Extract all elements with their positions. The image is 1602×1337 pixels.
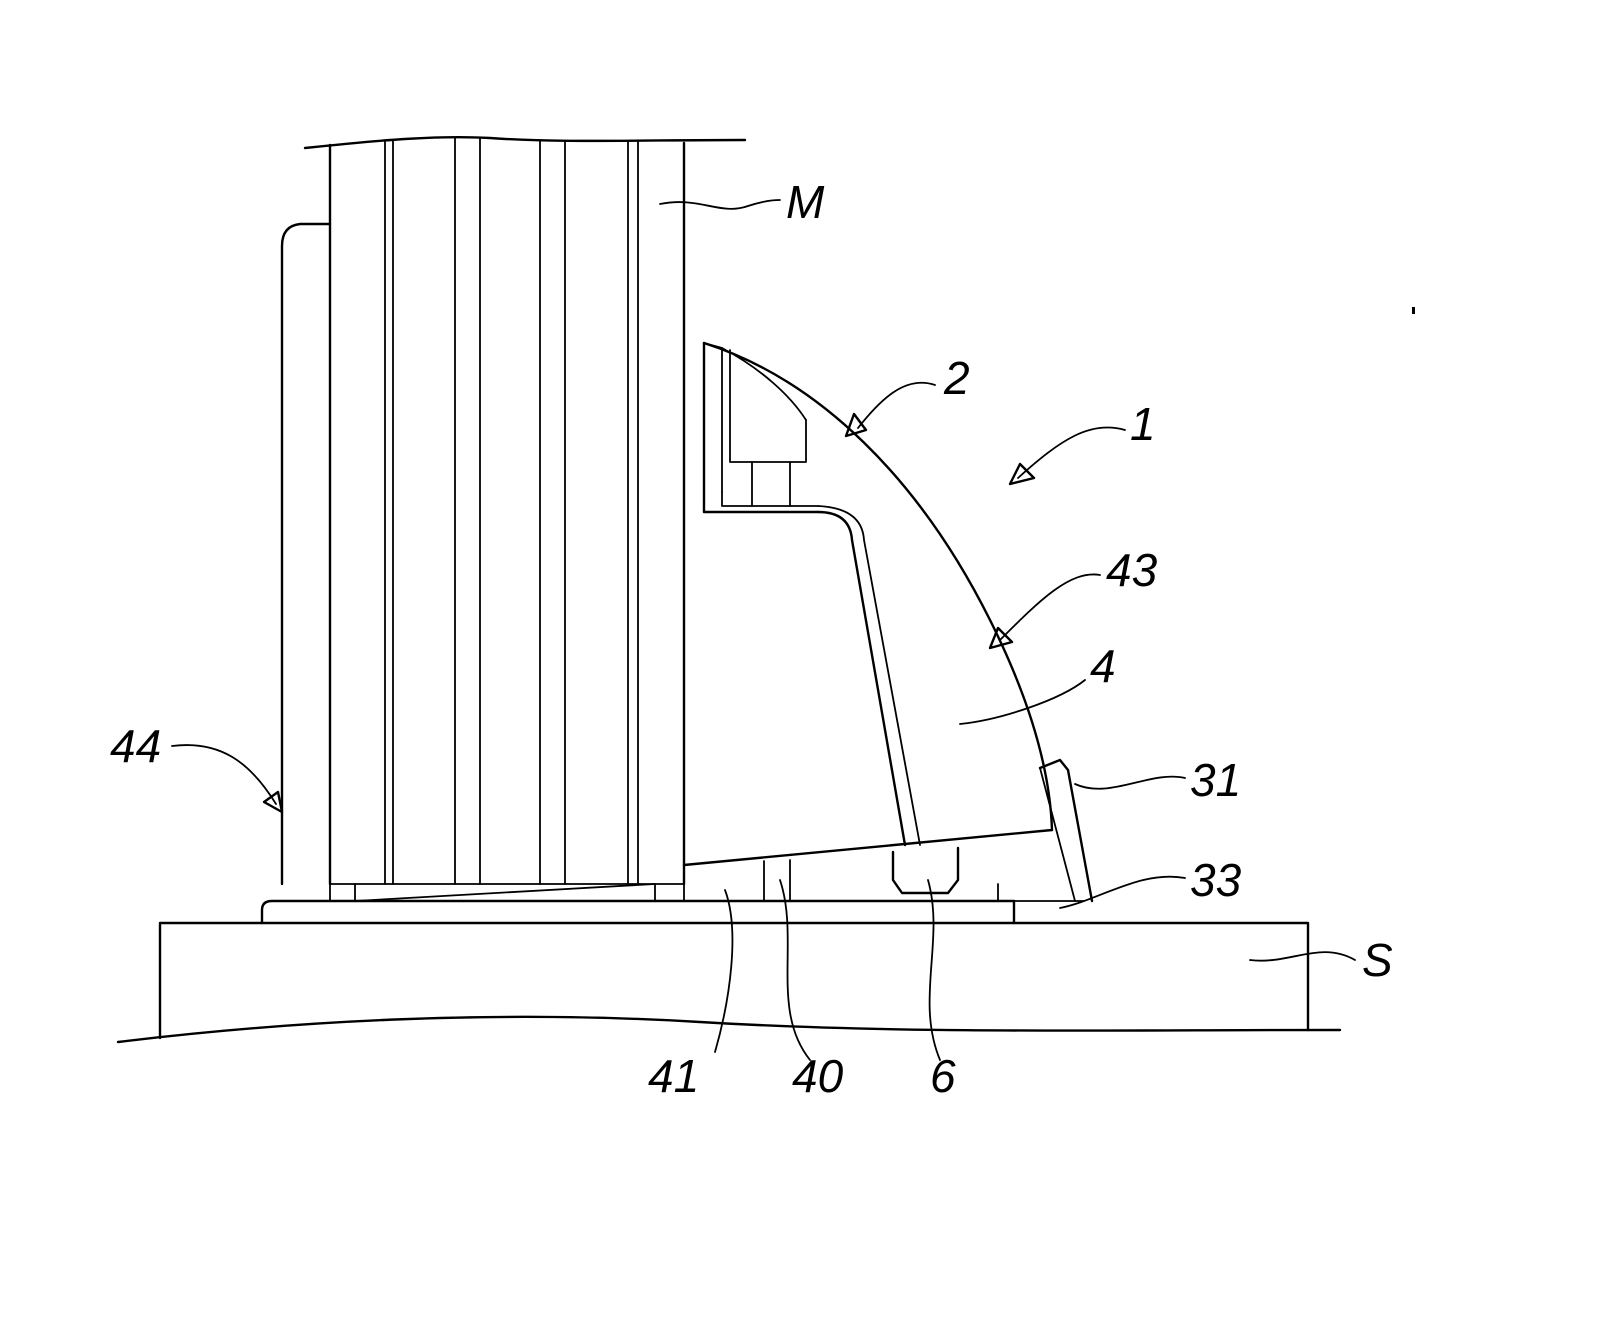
label-6: 6 — [930, 1050, 956, 1102]
label-44: 44 — [110, 720, 161, 772]
label-4: 4 — [1090, 640, 1116, 692]
label-43: 43 — [1106, 544, 1158, 596]
label-2: 2 — [943, 352, 970, 404]
base-plate — [262, 884, 1084, 923]
label-41: 41 — [648, 1050, 699, 1102]
label-33: 33 — [1190, 854, 1242, 906]
profile-member — [282, 137, 745, 884]
label-M: M — [786, 176, 825, 228]
label-31: 31 — [1190, 754, 1241, 806]
label-S: S — [1362, 934, 1393, 986]
reference-labels: M 2 1 43 4 44 31 33 S 41 40 6 — [110, 176, 1393, 1102]
fixing-device — [684, 343, 1092, 901]
stray-mark — [1412, 307, 1415, 314]
label-1: 1 — [1130, 398, 1156, 450]
leader-lines — [172, 200, 1355, 1060]
label-40: 40 — [792, 1050, 844, 1102]
